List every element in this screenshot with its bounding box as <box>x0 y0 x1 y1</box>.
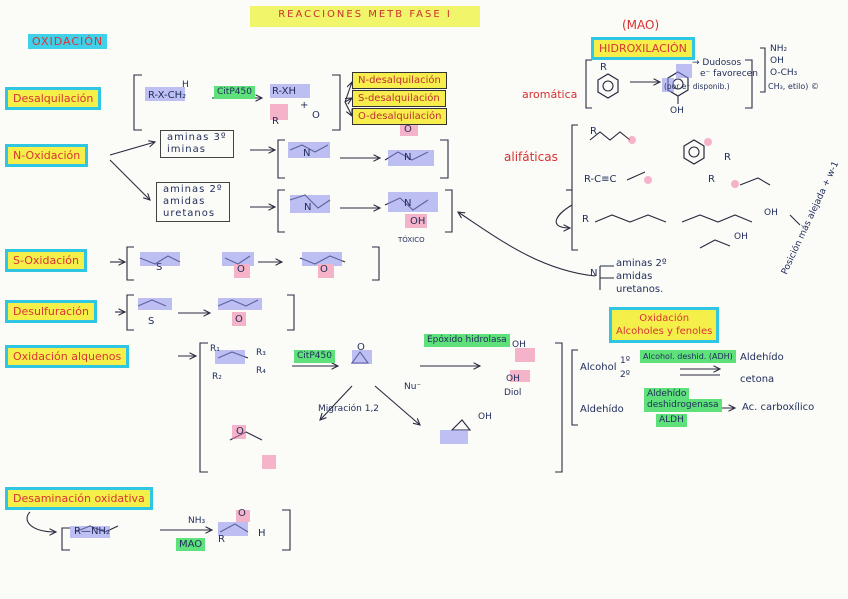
n-ox-toxic: TÓXICO <box>398 236 425 244</box>
alq-r4: R₄ <box>256 366 266 376</box>
n-ox-n4: N <box>404 198 412 209</box>
chain-r2: R <box>724 152 731 163</box>
desalq-substrate: R-X-CH₂ <box>148 90 187 101</box>
hidrox-subst-4: CH₃, etilo) © <box>768 82 819 91</box>
desam-nh3: NH₃ <box>188 516 206 526</box>
alq-oh-2: OH <box>506 374 520 384</box>
hidrox-subst-3: O-CH₃ <box>770 68 798 78</box>
hidrox-r-label: R <box>600 62 607 73</box>
n-ox-box1-line1: aminas 3º <box>167 132 227 143</box>
alquenos-header: Oxidación alquenos <box>4 345 130 368</box>
alq-r3: R₃ <box>256 348 266 358</box>
alq-ket-o: O <box>236 426 244 437</box>
desalq-enzyme: CitP450 <box>214 86 255 99</box>
desalquilacion-header: Desalquilación <box>4 87 102 110</box>
mao-top-label: (MAO) <box>622 18 660 32</box>
hidrox-note-2: e⁻ favorecen <box>700 69 758 79</box>
aldehido-label: Aldehído <box>580 404 624 415</box>
s-ox-o1: O <box>237 264 245 275</box>
desalq-product: R-XH <box>272 86 297 97</box>
n-ox-n3: N <box>304 202 312 213</box>
alcohol-label: Alcohol <box>580 362 617 373</box>
alq-epoxide-enzyme: Epóxido hidrolasa <box>424 334 510 347</box>
n-ox-box2-line2: amidas <box>163 196 206 207</box>
desam-r: R <box>218 534 225 545</box>
alq-r2: R₂ <box>212 372 222 382</box>
s-ox-o2: O <box>320 264 328 275</box>
desam-substrate: R—NH₂ <box>74 526 110 537</box>
desalq-h: H <box>182 80 189 90</box>
n-ox-box2-line1: aminas 2º <box>163 184 223 195</box>
n-ox-n2: N <box>404 152 412 163</box>
alcoholes-header: Oxidación Alcoholes y fenoles <box>608 307 720 343</box>
desalq-r: R <box>272 116 279 127</box>
desulf-s: S <box>148 316 155 327</box>
enzyme-adh: Alcohol. deshid. (ADH) <box>640 350 736 363</box>
desulfuracion-header: Desulfuración <box>5 300 97 323</box>
alq-oh-1: OH <box>512 340 526 350</box>
n-ox-box1-line2: iminas <box>167 144 206 155</box>
amine-list-2: amidas <box>616 271 653 282</box>
desam-h: H <box>258 528 266 539</box>
s-desalq-box: S-desalquilación <box>352 90 446 107</box>
aromatica-label: aromática <box>522 88 578 101</box>
amine-list-1: aminas 2º <box>616 258 667 269</box>
chain-r1: R <box>590 126 597 137</box>
alcoholes-header-1: Oxidación <box>639 313 690 324</box>
n-ox-o: O <box>404 124 412 135</box>
alcoholes-header-2: Alcoholes y fenoles <box>616 326 713 337</box>
chain-oh-2: OH <box>734 232 748 242</box>
n-ox-box-2: aminas 2º amidas uretanos <box>156 182 230 222</box>
n-ox-n1: N <box>303 148 311 159</box>
hidrox-subst-2: OH <box>770 56 784 66</box>
n-desalq-box: N-desalquilación <box>352 72 447 89</box>
hidrox-oh-label: OH <box>670 106 684 116</box>
alq-r1: R₁ <box>210 344 220 354</box>
s-ox-s1: S <box>156 262 163 273</box>
n-amine-label: N <box>590 268 598 279</box>
o-desalq-box: O-desalquilación <box>352 108 448 125</box>
desam-o: O <box>238 508 246 519</box>
enzyme-aldh-1: Aldehído <box>644 388 690 401</box>
hidroxilacion-header: HIDROXILACIÓN <box>591 37 695 60</box>
chain-r4: R <box>582 214 589 225</box>
alq-epox-o: O <box>357 342 365 353</box>
page-title: REACCIONES METB FASE I <box>250 6 480 27</box>
desalq-plus: + <box>300 100 309 111</box>
hidrox-subst-1: NH₂ <box>770 44 788 54</box>
desulf-o: O <box>235 314 243 325</box>
s-oxidacion-header: S-Oxidación <box>4 249 88 272</box>
cetona-label: cetona <box>740 374 775 385</box>
alq-oh-3: OH <box>478 412 492 422</box>
n-oxidacion-header: N-Oxidación <box>4 144 89 167</box>
desalq-aldehyde: O <box>312 110 320 121</box>
chain-r3: R <box>708 174 715 185</box>
n-ox-box2-line3: uretanos <box>163 208 216 219</box>
alifaticas-label: alifáticas <box>504 150 558 164</box>
aldh-label: ALDH <box>656 414 687 427</box>
alq-migracion: Migración 1,2 <box>318 404 380 414</box>
n-ox-oh: OH <box>410 216 426 227</box>
alq-nu: Nu⁻ <box>404 382 422 392</box>
hidrox-note-1: → Dudosos <box>692 58 742 68</box>
aldehido-product: Aldehído <box>740 352 784 363</box>
hidrox-note-3: (por e⁻ disponib.) <box>664 82 730 91</box>
oxidacion-label: OXIDACIÓN <box>28 34 108 49</box>
alq-diol: Diol <box>504 388 522 398</box>
amine-list-3: uretanos. <box>616 284 664 295</box>
desam-mao: MAO <box>176 538 206 551</box>
alcohol-1: 1º <box>620 356 630 366</box>
chain-oh: OH <box>764 208 778 218</box>
acid-label: Ac. carboxílico <box>742 402 815 413</box>
desaminacion-header: Desaminación oxidativa <box>5 487 153 510</box>
n-ox-box-1: aminas 3º iminas <box>160 130 234 158</box>
alcohol-2: 2º <box>620 370 630 380</box>
alq-enzyme: CitP450 <box>294 350 335 363</box>
enzyme-aldh-2: deshidrogenasa <box>644 399 722 412</box>
alkyne-label: R-C≡C <box>584 174 617 185</box>
